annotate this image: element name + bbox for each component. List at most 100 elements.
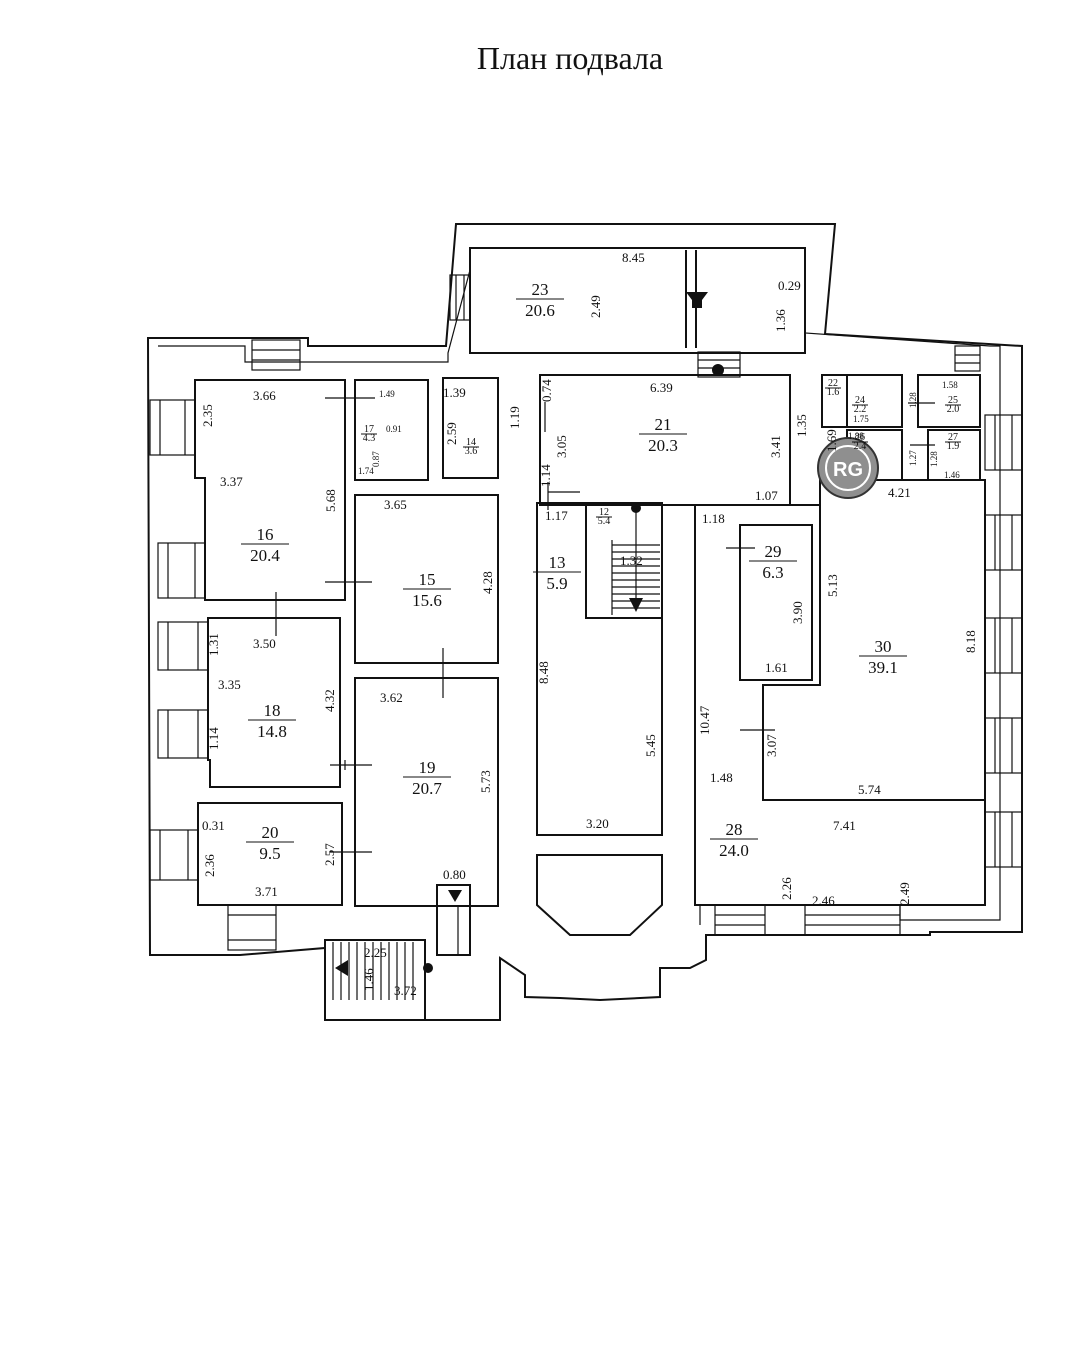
room-label-12: 125.4 [596,507,612,527]
entrance-marker [423,963,433,973]
room-label-22: 221.6 [825,378,841,398]
dimension-label: 3.20 [586,816,609,831]
dimension-label: 7.41 [833,818,856,833]
room-number: 28 [726,820,743,839]
dimension-label: 1.31 [206,633,221,656]
room-area: 2.4 [854,441,867,452]
dimension-label: 1.75 [853,414,869,424]
room-29-wall [739,524,813,681]
room-number: 22 [828,378,838,389]
room-label-17: 174.3 [361,424,377,444]
dimension-label: 1.35 [794,414,809,437]
dimension-label: 2.59 [444,422,459,445]
room-area: 4.3 [363,433,376,444]
vestibule-arrow [448,890,462,902]
dimension-label: 2.49 [588,295,603,318]
dimension-label: 2.26 [779,877,794,900]
dimension-label: 3.37 [220,474,243,489]
room-label-13: 135.9 [533,553,581,593]
room-label-20: 209.5 [246,823,294,863]
room-number: 12 [599,507,609,518]
dimension-label: 5.73 [478,770,493,793]
dimension-label: 0.74 [539,379,554,402]
dimension-label: 2.36 [202,854,217,877]
room-number: 24 [855,395,865,406]
entrance-stair [324,939,426,1021]
dimension-label: 1.18 [702,511,725,526]
dimension-label: 3.07 [764,734,779,757]
dimension-label: 3.72 [394,983,417,998]
dimension-label: 3.05 [554,435,569,458]
door-marker-21 [712,364,724,376]
room-area: 24.0 [719,841,749,860]
dimension-label: 5.74 [858,782,881,797]
dimension-label: 4.28 [480,571,495,594]
dimension-label: 1.46 [944,470,960,480]
dimension-label: 1.07 [755,488,778,503]
dimension-label: 5.13 [825,574,840,597]
room-number: 14 [466,437,476,448]
dimension-label: 1.28 [908,392,918,408]
dimension-label: 8.48 [536,661,551,684]
dimension-label: 2.35 [200,404,215,427]
dimension-label: 0.80 [443,867,466,882]
door-arrow-23 [686,292,708,308]
room-25-wall [917,374,981,428]
dimension-label: 4.32 [322,689,337,712]
room-number: 18 [264,701,281,720]
dimension-label: 1.39 [443,385,466,400]
vestibule [436,884,471,956]
room-number: 19 [419,758,436,777]
room-area: 15.6 [412,591,442,610]
room-number: 16 [257,525,274,544]
dimension-label: 5.45 [643,734,658,757]
room-area: 2.0 [947,404,960,415]
room-30-wall [762,505,985,801]
dimension-label: 1.27 [908,450,918,466]
room-number: 25 [948,395,958,406]
dimension-label: 3.90 [790,601,805,624]
room-label-14: 143.6 [463,437,479,457]
room-area: 1.6 [827,387,840,398]
dimension-label: 5.68 [323,489,338,512]
dimension-label: 1.36 [773,309,788,332]
windows [149,274,1023,951]
dimension-label: 1.28 [929,451,939,467]
dimension-label: 6.39 [650,380,673,395]
room-area: 20.6 [525,301,555,320]
outer-wall [146,223,1023,1021]
room-label-29: 296.3 [749,542,797,582]
dimension-label: 3.62 [380,690,403,705]
room-number: 30 [875,637,892,656]
dimension-label: 1.74 [358,466,374,476]
dimension-label: 0.29 [778,278,801,293]
room-area: 20.7 [412,779,442,798]
bay-window [536,854,663,936]
room-label-25: 252.0 [945,395,961,415]
dimension-label: 2.49 [897,882,912,905]
room-area: 20.3 [648,436,678,455]
room-21-wall [539,374,791,506]
dimension-label: 3.65 [384,497,407,512]
dimension-label: 4.21 [888,485,911,500]
dimension-label: 0.31 [202,818,225,833]
room-18-wall [207,617,341,788]
room-number: 13 [549,553,566,572]
room-number: 27 [948,432,958,443]
dimension-label: 1.32 [620,553,643,568]
dimension-label: 1.61 [765,660,788,675]
dimension-label: 3.41 [768,435,783,458]
dimension-label: 3.35 [218,677,241,692]
room-number: 21 [655,415,672,434]
room-area: 2.2 [854,404,867,415]
svg-text:RG: RG [833,459,863,481]
dimension-label: 3.66 [253,388,276,403]
room-area: 1.9 [947,441,960,452]
room-label-24: 242.2 [852,395,868,415]
dimension-label: 10.47 [697,705,712,735]
room-number: 26 [855,432,865,443]
